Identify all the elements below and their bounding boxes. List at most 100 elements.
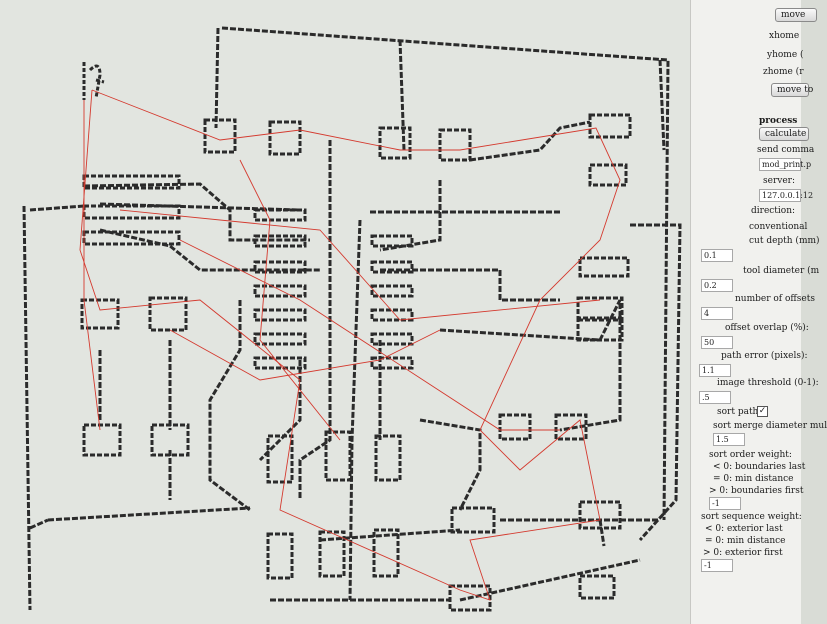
- trace-13: [270, 528, 461, 602]
- move-button[interactable]: move: [775, 8, 817, 22]
- trace-14: [439, 299, 622, 432]
- rapid-path-main: [79, 89, 621, 601]
- yhome-label: yhome (: [767, 50, 804, 60]
- direction-label: direction:: [751, 206, 796, 216]
- pad-20: [370, 332, 414, 346]
- pad-28: [150, 423, 190, 457]
- pad-23: [576, 296, 624, 320]
- direction-value[interactable]: conventional: [749, 222, 808, 232]
- pad-24: [576, 318, 624, 342]
- pad-38: [578, 500, 622, 530]
- pad-2: [378, 126, 412, 160]
- pcb-toolpaths: [22, 26, 682, 611]
- pad-33: [374, 434, 402, 482]
- pad-6: [82, 174, 181, 190]
- trace-9: [380, 268, 560, 302]
- zhome-label: zhome (r: [763, 67, 804, 77]
- server-input[interactable]: 127.0.0.1:12: [759, 189, 813, 202]
- pad-11: [253, 260, 307, 274]
- rapid-path-1: [179, 239, 560, 431]
- server-label: server:: [763, 176, 795, 186]
- pad-15: [253, 356, 307, 370]
- overlap-label: offset overlap (%):: [725, 323, 809, 333]
- trace-17: [379, 180, 442, 252]
- process-title: process: [759, 116, 798, 126]
- threshold-label: image threshold (0-1):: [717, 378, 819, 388]
- seq-gt-text: > 0: exterior first: [703, 548, 783, 558]
- pad-0: [203, 118, 237, 154]
- path-error-input[interactable]: 1.1: [699, 364, 731, 377]
- threshold-input[interactable]: .5: [699, 391, 731, 404]
- xhome-label: xhome: [769, 31, 800, 41]
- pad-10: [253, 234, 307, 248]
- pad-12: [253, 284, 307, 298]
- pad-31: [266, 434, 294, 484]
- origin-marker: [82, 62, 105, 100]
- trace-0: [214, 26, 670, 521]
- trace-1: [22, 204, 251, 611]
- sequence-weight-label: sort sequence weight:: [701, 512, 802, 522]
- trace-16: [98, 340, 172, 500]
- cut-depth-label: cut depth (mm): [749, 236, 820, 246]
- merge-label: sort merge diameter mul: [713, 421, 827, 431]
- pad-13: [253, 308, 307, 322]
- rapid-path-4: [169, 329, 441, 381]
- rapid-path-2: [119, 209, 601, 321]
- seq-lt-text: < 0: exterior last: [705, 524, 783, 534]
- pad-4: [588, 113, 632, 139]
- trace-15: [419, 418, 482, 511]
- pad-16: [370, 234, 414, 248]
- toolpath-canvas[interactable]: [0, 0, 700, 624]
- sequence-weight-input[interactable]: -1: [701, 559, 733, 572]
- rapid-path-3: [239, 159, 341, 441]
- pad-14: [253, 332, 307, 346]
- pad-9: [253, 208, 307, 222]
- pad-1: [268, 120, 302, 156]
- pad-35: [318, 530, 346, 578]
- pad-36: [372, 528, 400, 578]
- offsets-input[interactable]: 4: [701, 307, 733, 320]
- sort-path-label: sort path:: [717, 407, 762, 417]
- calculate-button[interactable]: calculate: [759, 127, 809, 141]
- pad-40: [578, 574, 616, 600]
- pad-21: [370, 356, 414, 370]
- order-weight-input[interactable]: -1: [709, 497, 741, 510]
- tool-diameter-label: tool diameter (m: [743, 266, 820, 276]
- trace-7: [298, 140, 332, 500]
- toolpath-preview: [22, 26, 682, 612]
- cut-depth-input[interactable]: 0.1: [701, 249, 733, 262]
- offsets-label: number of offsets: [735, 294, 815, 304]
- tool-diameter-input[interactable]: 0.2: [701, 279, 733, 292]
- pad-19: [370, 308, 414, 322]
- pad-26: [148, 296, 188, 332]
- move-to-button[interactable]: move to: [771, 83, 813, 97]
- seq-eq-text: = 0: min distance: [705, 536, 786, 546]
- pad-34: [266, 532, 294, 580]
- pad-18: [370, 284, 414, 298]
- pad-37: [450, 506, 496, 534]
- pad-7: [82, 204, 181, 220]
- path-error-label: path error (pixels):: [721, 351, 808, 361]
- trace-5: [83, 182, 310, 242]
- trace-10: [469, 120, 591, 162]
- pad-17: [370, 260, 414, 274]
- pad-25: [80, 298, 120, 330]
- order-gt-text: > 0: boundaries first: [709, 486, 804, 496]
- overlap-input[interactable]: 50: [701, 336, 733, 349]
- pcb-pads: [80, 113, 632, 612]
- trace-2: [398, 39, 666, 151]
- sort-path-checkbox[interactable]: ✓: [757, 406, 768, 417]
- pad-32: [324, 430, 352, 482]
- trace-11: [208, 300, 251, 512]
- pad-3: [438, 128, 472, 162]
- control-panel: move xhome yhome ( zhome (r move to proc…: [690, 0, 827, 624]
- trace-8: [348, 210, 560, 601]
- pad-30: [554, 413, 588, 441]
- pad-39: [448, 584, 492, 612]
- trace-4: [630, 223, 682, 542]
- pad-27: [82, 423, 122, 457]
- merge-input[interactable]: 1.5: [713, 433, 745, 446]
- send-command-input[interactable]: mod_print.p: [759, 158, 811, 171]
- pad-29: [498, 413, 532, 441]
- order-lt-text: < 0: boundaries last: [713, 462, 806, 472]
